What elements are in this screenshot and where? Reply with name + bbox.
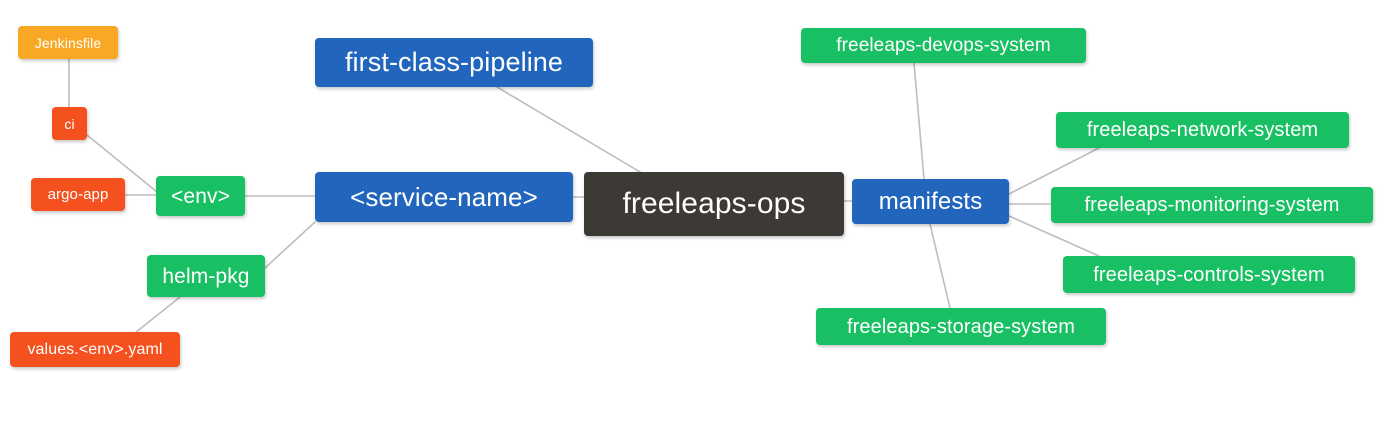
mindmap-node-label-argo-app: argo-app xyxy=(47,186,109,203)
mindmap-node-jenkinsfile[interactable]: Jenkinsfile xyxy=(18,26,118,59)
mindmap-node-service-name[interactable]: <service-name> xyxy=(315,172,573,222)
mindmap-node-freeleaps-controls-system[interactable]: freeleaps-controls-system xyxy=(1063,256,1355,293)
edge-service-name-to-helm-pkg xyxy=(264,221,316,269)
mindmap-node-manifests[interactable]: manifests xyxy=(852,179,1009,224)
mindmap-node-freeleaps-storage-system[interactable]: freeleaps-storage-system xyxy=(816,308,1106,345)
mindmap-node-label-ci: ci xyxy=(64,115,75,132)
mindmap-node-helm-pkg[interactable]: helm-pkg xyxy=(147,255,265,297)
mindmap-node-freeleaps-network-system[interactable]: freeleaps-network-system xyxy=(1056,112,1349,148)
mindmap-node-argo-app[interactable]: argo-app xyxy=(31,178,125,211)
edge-helm-pkg-to-values-yaml xyxy=(134,296,181,334)
mindmap-node-label-jenkinsfile: Jenkinsfile xyxy=(34,34,102,51)
mindmap-node-label-freeleaps-monitoring-system: freeleaps-monitoring-system xyxy=(1084,194,1340,216)
mindmap-node-label-manifests: manifests xyxy=(878,187,983,215)
mindmap-node-label-freeleaps-ops: freeleaps-ops xyxy=(622,187,806,220)
mindmap-node-label-freeleaps-controls-system: freeleaps-controls-system xyxy=(1093,263,1325,286)
mindmap-node-env[interactable]: <env> xyxy=(156,176,245,216)
mindmap-node-values-yaml[interactable]: values.<env>.yaml xyxy=(10,332,180,367)
mindmap-node-first-class-pipeline[interactable]: first-class-pipeline xyxy=(315,38,593,87)
edge-manifests-to-freeleaps-storage-system xyxy=(929,223,951,309)
mindmap-node-freeleaps-devops-system[interactable]: freeleaps-devops-system xyxy=(801,28,1086,63)
mindmap-node-freeleaps-monitoring-system[interactable]: freeleaps-monitoring-system xyxy=(1051,187,1373,223)
mindmap-node-ci[interactable]: ci xyxy=(52,107,87,140)
edge-first-class-pipeline-to-freeleaps-ops xyxy=(496,86,641,173)
mindmap-node-label-env: <env> xyxy=(171,184,230,208)
mindmap-node-label-first-class-pipeline: first-class-pipeline xyxy=(344,47,564,77)
edge-manifests-to-freeleaps-devops-system xyxy=(913,62,925,180)
mindmap-node-label-freeleaps-network-system: freeleaps-network-system xyxy=(1086,119,1319,141)
mindmap-node-freeleaps-ops[interactable]: freeleaps-ops xyxy=(584,172,844,236)
mindmap-node-label-helm-pkg: helm-pkg xyxy=(162,264,250,288)
mindmap-node-label-freeleaps-storage-system: freeleaps-storage-system xyxy=(846,315,1076,338)
mindmap-node-label-values-yaml: values.<env>.yaml xyxy=(27,340,163,358)
mindmap-node-label-freeleaps-devops-system: freeleaps-devops-system xyxy=(836,35,1051,56)
mindmap-node-label-service-name: <service-name> xyxy=(350,182,538,212)
